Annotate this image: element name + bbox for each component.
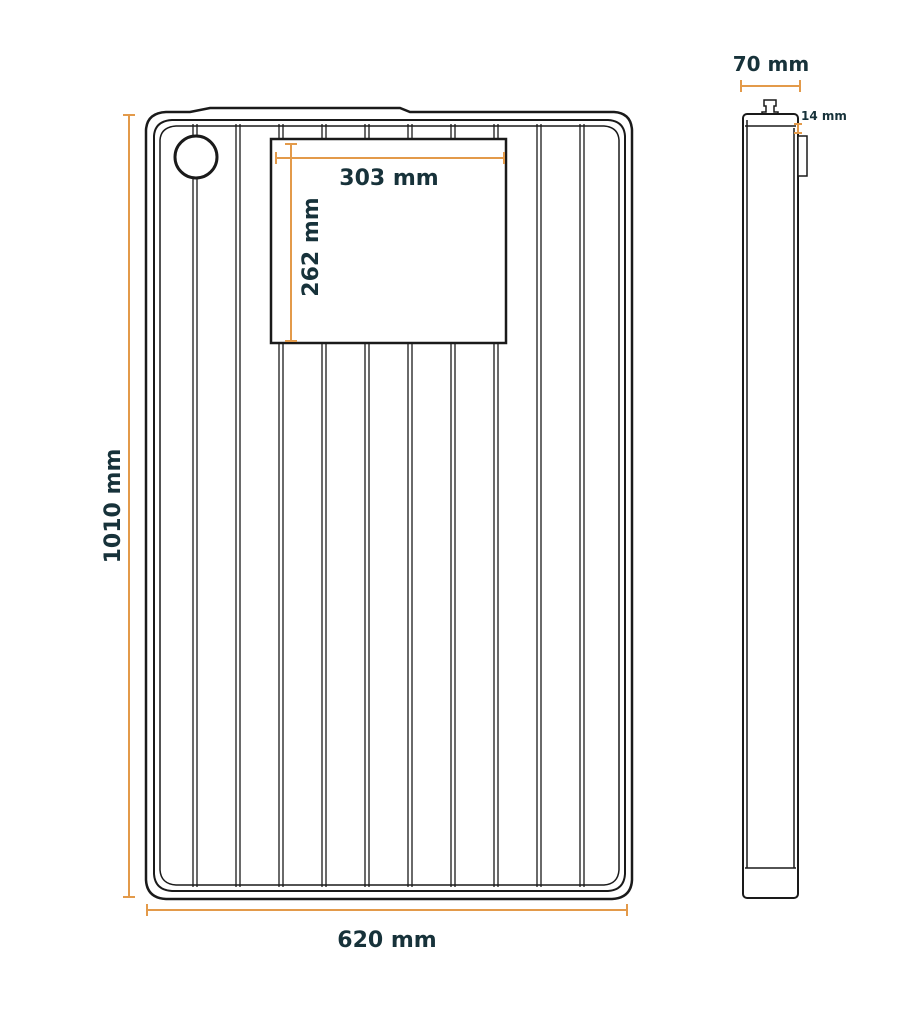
tank-inner-rim (153, 119, 626, 892)
depth-label: 70 mm (733, 52, 809, 76)
width-label: 620 mm (337, 928, 436, 953)
tank-outer-shell (144, 106, 634, 901)
window-width-dimension: 303 mm (275, 152, 505, 191)
front-view (144, 106, 634, 901)
fitting-label: 14 mm (801, 109, 847, 123)
window-height-dimension: 262 mm (285, 143, 324, 342)
label-window (269, 137, 508, 345)
tank-inner-rim-2 (159, 125, 620, 886)
side-tab (797, 135, 808, 177)
filler-cap (173, 134, 219, 180)
depth-dimension: 70 mm (733, 52, 809, 92)
fitting-dimension: 14 mm (794, 109, 847, 134)
side-view (742, 99, 808, 899)
window-width-label: 303 mm (339, 166, 438, 191)
height-label: 1010 mm (101, 449, 126, 564)
height-dimension: 1010 mm (101, 114, 135, 898)
width-dimension: 620 mm (146, 904, 628, 953)
window-height-label: 262 mm (299, 197, 324, 296)
side-body (742, 113, 799, 899)
